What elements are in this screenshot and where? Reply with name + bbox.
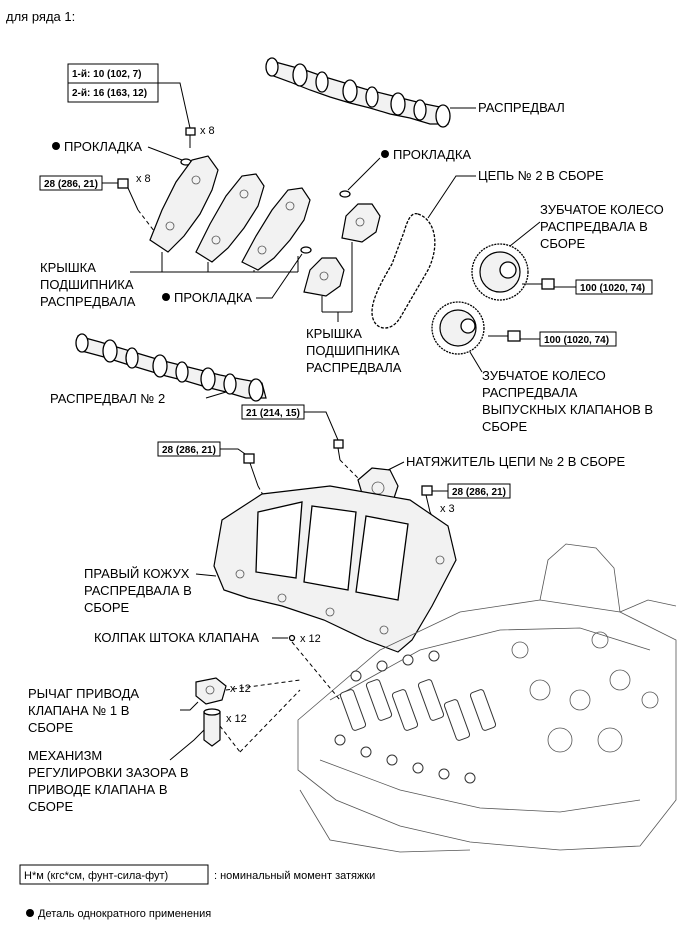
camshaft-housing-part <box>213 485 457 653</box>
single-use-dot-icon <box>162 293 170 301</box>
torque-cap-bolt-left: 28 (286, 21) <box>44 179 98 190</box>
label-gasket-2: ПРОКЛАДКА <box>393 147 471 162</box>
bolt-icon <box>488 330 521 342</box>
label-intake-gear-1: ЗУБЧАТОЕ КОЛЕСО <box>540 202 664 217</box>
qty-cap-bolts-left: x 8 <box>136 173 151 185</box>
bolt-icon <box>421 485 433 513</box>
torque-cap-bolt-first: 1-й: 10 (102, 7) <box>72 69 142 80</box>
gasket-ring-icon <box>300 246 312 254</box>
label-chain: ЦЕПЬ № 2 В СБОРЕ <box>478 168 604 183</box>
label-exhaust-gear-3: ВЫПУСКНЫХ КЛАПАНОВ В <box>482 402 653 417</box>
qty-lash-adjusters: x 12 <box>226 713 247 725</box>
page-title: для ряда 1: <box>6 9 75 24</box>
legend-unit-box <box>19 864 209 885</box>
legend-single-use: Деталь однократного применения <box>38 908 211 920</box>
label-intake-gear-2: РАСПРЕДВАЛА В <box>540 219 648 234</box>
label-gasket-1: ПРОКЛАДКА <box>64 139 142 154</box>
bolt-icon <box>185 127 196 148</box>
bolt-icon <box>333 439 344 461</box>
torque-exhaust-gear: 100 (1020, 74) <box>544 335 609 346</box>
qty-cap-bolts-top: x 8 <box>200 125 215 137</box>
camshaft-part <box>265 57 451 128</box>
label-camshaft: РАСПРЕДВАЛ <box>478 100 565 115</box>
label-exhaust-gear-2: РАСПРЕДВАЛА <box>482 385 578 400</box>
label-bearing-cap-right-1: КРЫШКА <box>306 326 362 341</box>
cylinder-head-part <box>297 543 677 853</box>
intake-cam-gear-part <box>471 243 529 301</box>
label-exhaust-gear-4: СБОРЕ <box>482 419 528 434</box>
legend-unit: Н*м (кгс*см, фунт-сила-фут) <box>24 870 168 882</box>
torque-box-exhaust-gear <box>539 331 617 347</box>
valve-cap-icon <box>288 634 296 642</box>
torque-housing-right: 28 (286, 21) <box>452 487 506 498</box>
camshaft-2-part <box>75 333 267 402</box>
label-tensioner: НАТЯЖИТЕЛЬ ЦЕПИ № 2 В СБОРЕ <box>406 454 626 469</box>
torque-cap-bolt-second: 2-й: 16 (163, 12) <box>72 88 147 99</box>
qty-rocker-arms: x 12 <box>230 683 251 695</box>
single-use-dot-icon <box>26 909 34 917</box>
single-use-dot-icon <box>52 142 60 150</box>
bolt-icon <box>243 453 259 487</box>
torque-housing-left: 28 (286, 21) <box>162 445 216 456</box>
label-valve-cap: КОЛПАК ШТОКА КЛАПАНА <box>94 630 259 645</box>
qty-valve-caps: x 12 <box>300 633 321 645</box>
torque-intake-gear: 100 (1020, 74) <box>580 283 645 294</box>
label-lash-adjuster-1: МЕХАНИЗМ <box>28 748 102 763</box>
label-intake-gear-3: СБОРЕ <box>540 236 586 251</box>
label-rocker-arm-2: КЛАПАНА № 1 В <box>28 703 129 718</box>
label-bearing-cap-right-2: ПОДШИПНИКА <box>306 343 400 358</box>
lash-adjuster-part <box>203 708 221 747</box>
label-lash-adjuster-3: ПРИВОДЕ КЛАПАНА В <box>28 782 168 797</box>
timing-chain-part <box>371 212 436 329</box>
bolt-icon <box>522 278 555 290</box>
label-rocker-arm-1: РЫЧАГ ПРИВОДА <box>28 686 139 701</box>
bearing-caps-right-part <box>303 203 381 297</box>
bolt-icon <box>117 178 139 211</box>
label-camshaft-2: РАСПРЕДВАЛ № 2 <box>50 391 165 406</box>
label-lash-adjuster-2: РЕГУЛИРОВКИ ЗАЗОРА В <box>28 765 189 780</box>
label-bearing-cap-left-1: КРЫШКА <box>40 260 96 275</box>
rocker-arm-part <box>195 677 227 705</box>
torque-tensioner: 21 (214, 15) <box>246 408 300 419</box>
label-gasket-3: ПРОКЛАДКА <box>174 290 252 305</box>
legend-torque-desc: : номинальный момент затяжки <box>214 870 375 882</box>
label-bearing-cap-left-2: ПОДШИПНИКА <box>40 277 134 292</box>
label-bearing-cap-left-3: РАСПРЕДВАЛА <box>40 294 136 309</box>
label-exhaust-gear-1: ЗУБЧАТОЕ КОЛЕСО <box>482 368 606 383</box>
label-rocker-arm-3: СБОРЕ <box>28 720 74 735</box>
label-lash-adjuster-4: СБОРЕ <box>28 799 74 814</box>
single-use-dot-icon <box>381 150 389 158</box>
label-cam-housing-1: ПРАВЫЙ КОЖУХ <box>84 566 190 581</box>
bearing-caps-left-part <box>149 155 311 271</box>
exhaust-cam-gear-part <box>431 301 485 355</box>
qty-housing-bolts: x 3 <box>440 503 455 515</box>
label-cam-housing-2: РАСПРЕДВАЛА В <box>84 583 192 598</box>
label-cam-housing-3: СБОРЕ <box>84 600 130 615</box>
label-bearing-cap-right-3: РАСПРЕДВАЛА <box>306 360 402 375</box>
gasket-ring-icon <box>339 190 351 198</box>
torque-box-intake-gear <box>575 279 653 295</box>
